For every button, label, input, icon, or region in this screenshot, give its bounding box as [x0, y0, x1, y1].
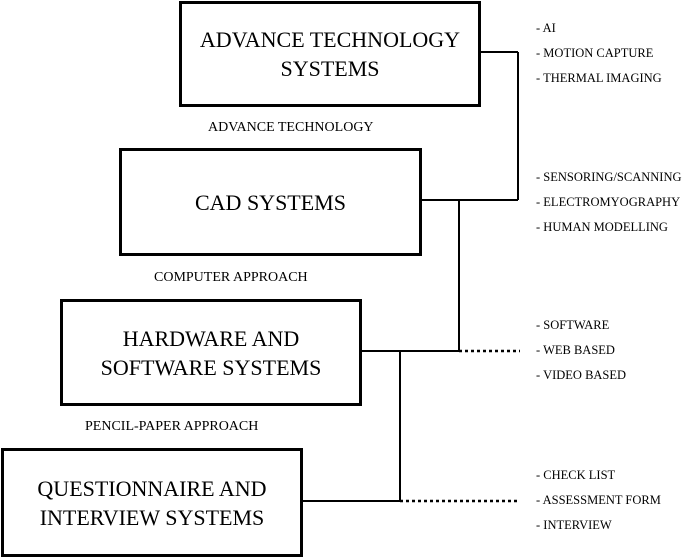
list-item: THERMAL IMAGING: [536, 66, 662, 91]
approach-label-level-2: COMPUTER APPROACH: [154, 270, 308, 285]
list-item: SOFTWARE: [536, 313, 626, 338]
list-item: ASSESSMENT FORM: [536, 488, 661, 513]
box-label-level-4: QUESTIONNAIRE AND INTERVIEW SYSTEMS: [37, 475, 267, 530]
list-item: WEB BASED: [536, 338, 626, 363]
approach-label-level-1: ADVANCE TECHNOLOGY: [208, 120, 374, 135]
list-item: MOTION CAPTURE: [536, 41, 662, 66]
box-label-level-2: CAD SYSTEMS: [195, 189, 346, 215]
list-item: ELECTROMYOGRAPHY: [536, 190, 682, 215]
items-list-level-4: CHECK LIST ASSESSMENT FORM INTERVIEW: [536, 463, 661, 538]
box-label-level-1: ADVANCE TECHNOLOGY SYSTEMS: [199, 27, 461, 81]
cad-systems-box: CAD SYSTEMS: [119, 148, 422, 256]
list-item: AI: [536, 16, 662, 41]
items-list-level-2: SENSORING/SCANNING ELECTROMYOGRAPHY HUMA…: [536, 165, 682, 240]
list-item: SENSORING/SCANNING: [536, 165, 681, 190]
hardware-software-systems-box: HARDWARE AND SOFTWARE SYSTEMS: [60, 299, 362, 406]
approach-label-level-3: PENCIL-PAPER APPROACH: [85, 419, 259, 434]
list-item: CHECK LIST: [536, 463, 661, 488]
questionnaire-interview-systems-box: QUESTIONNAIRE AND INTERVIEW SYSTEMS: [1, 448, 303, 557]
box-label-level-3: HARDWARE AND SOFTWARE SYSTEMS: [100, 325, 322, 380]
items-list-level-3: SOFTWARE WEB BASED VIDEO BASED: [536, 313, 626, 388]
advance-technology-systems-box: ADVANCE TECHNOLOGY SYSTEMS: [179, 1, 481, 107]
list-item: INTERVIEW: [536, 513, 661, 538]
list-item: VIDEO BASED: [536, 363, 626, 388]
list-item: HUMAN MODELLING: [536, 215, 682, 240]
items-list-level-1: AI MOTION CAPTURE THERMAL IMAGING: [536, 16, 662, 91]
